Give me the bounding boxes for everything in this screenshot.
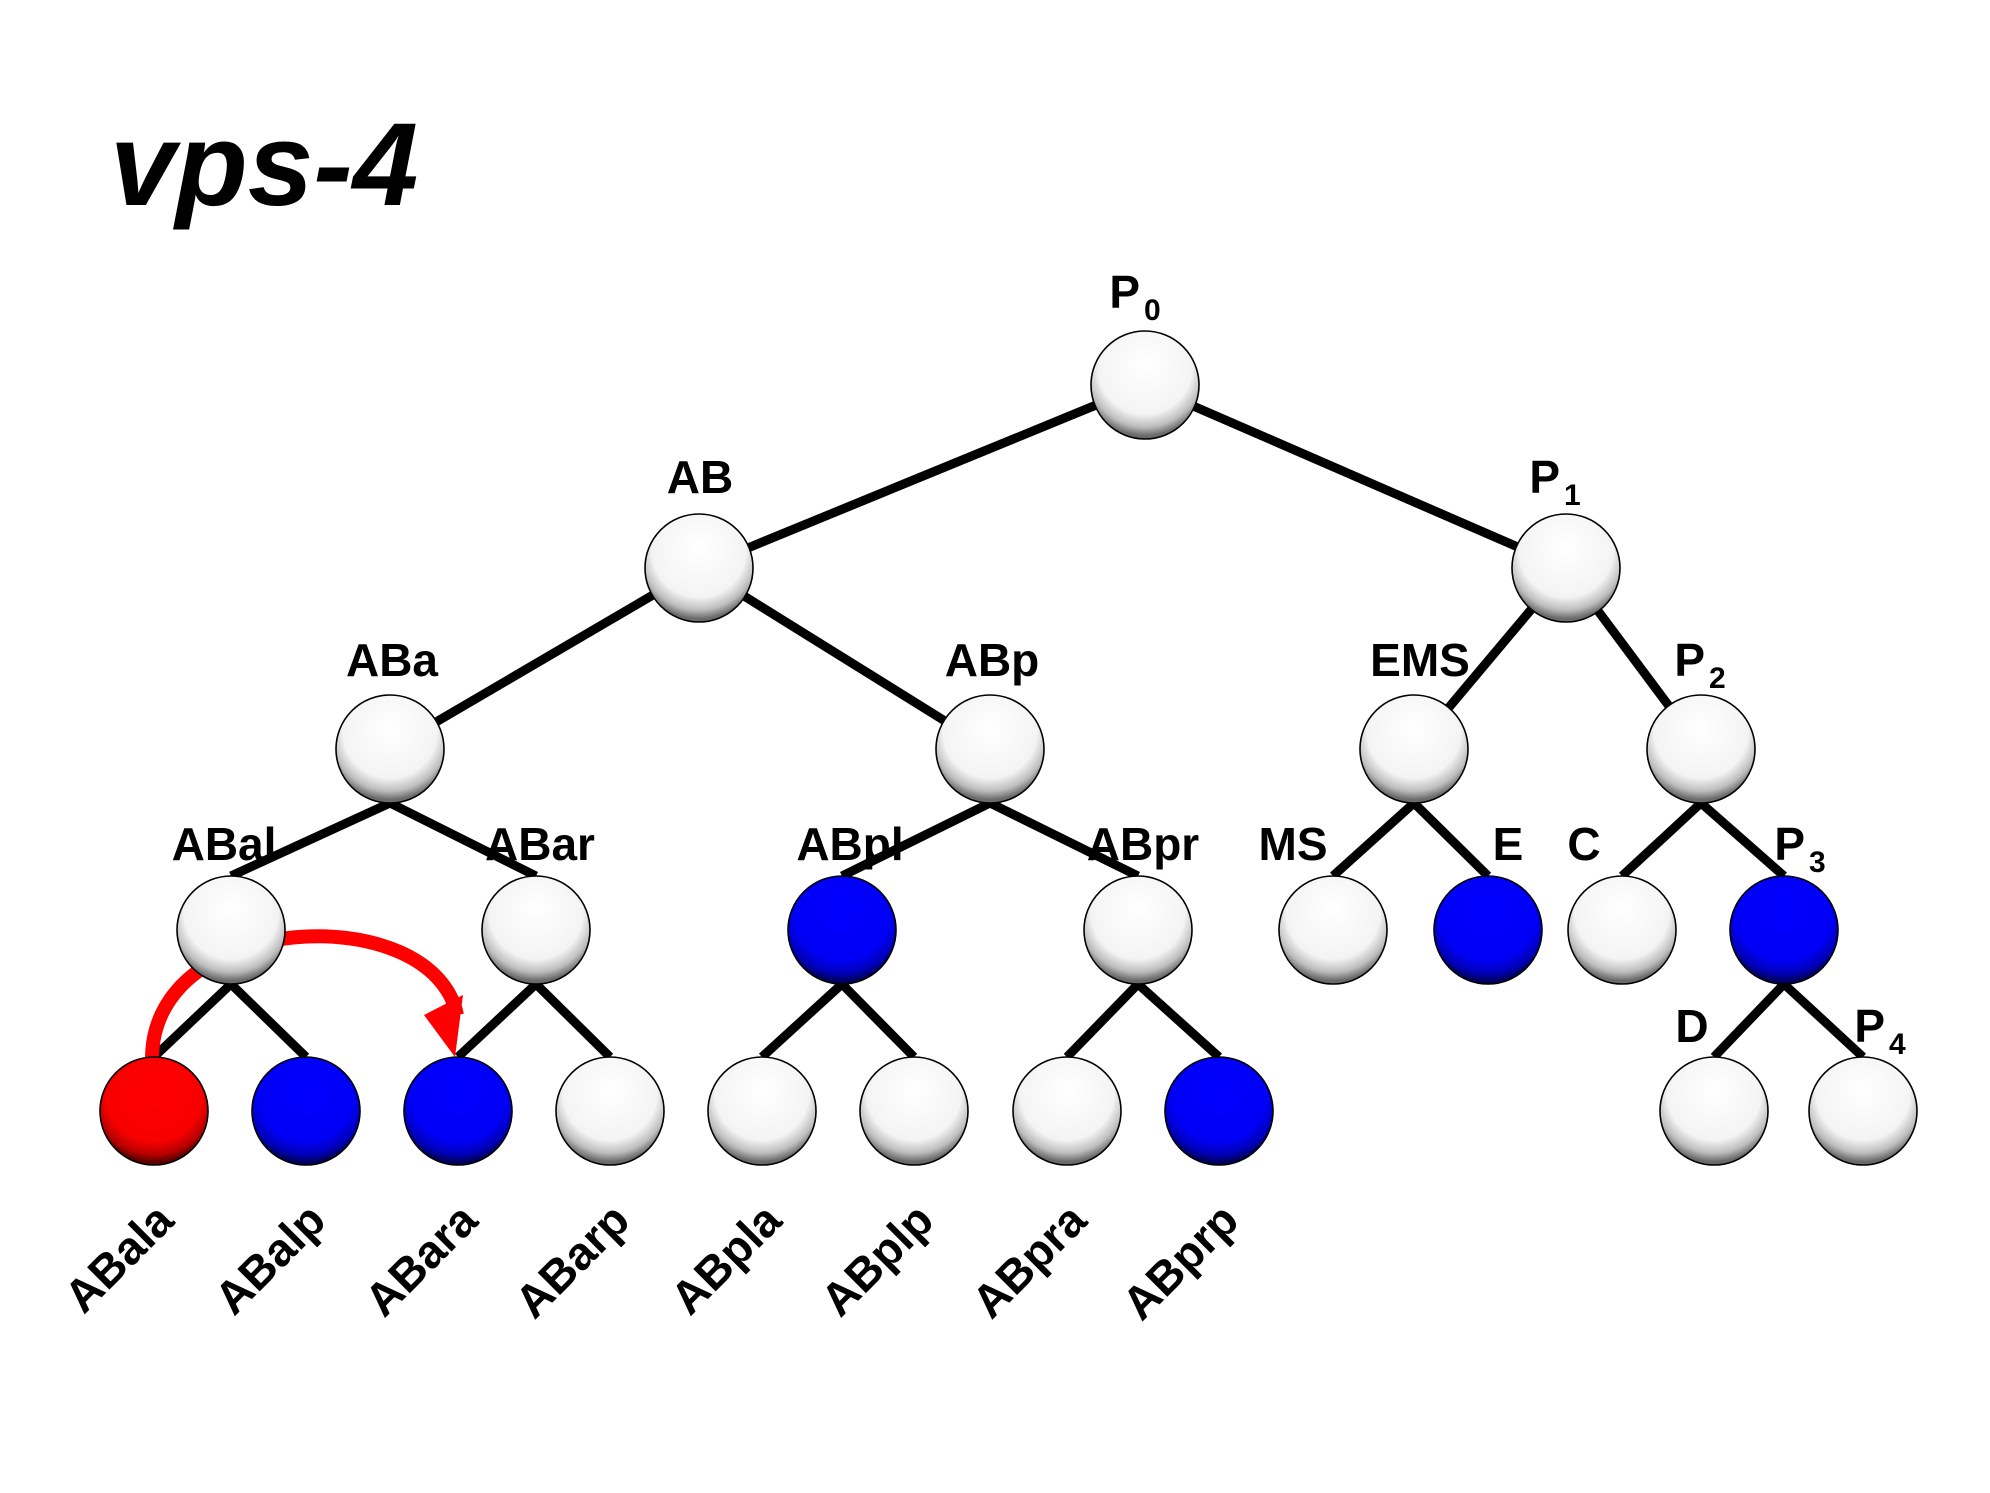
edge-ABp-ABpr [988, 798, 1140, 881]
edge-ABar-ABara [454, 980, 540, 1061]
edge-ABpr-ABpra [1063, 980, 1142, 1061]
cell-node-ABpra [1012, 1056, 1122, 1166]
leaf-label-ABalp: ABalp [204, 1193, 335, 1324]
edge-P3-P4 [1780, 980, 1867, 1061]
node-label-subscript: 2 [1709, 662, 1726, 695]
edge-AB-ABp [738, 590, 951, 727]
edge-P2-C [1618, 799, 1705, 880]
cell-node-ABpla [707, 1056, 817, 1166]
cell-node-ABara [403, 1056, 513, 1166]
diagram-title: vps-4 [110, 99, 418, 231]
cell-node-ABa [335, 694, 445, 804]
edge-P3-D [1710, 980, 1788, 1061]
edge-P1-EMS [1442, 603, 1538, 714]
cell-node-ABpl [787, 875, 897, 985]
edge-ABal-ABala [150, 980, 235, 1061]
edge-P0-AB [744, 400, 1100, 553]
node-label-D: D [1675, 1000, 1708, 1052]
edge-ABpr-ABprp [1134, 980, 1223, 1061]
cell-node-ABprp [1164, 1056, 1274, 1166]
cell-node-AB [644, 513, 754, 623]
node-label-subscript: 0 [1144, 294, 1161, 327]
lineage-edges [150, 400, 1867, 1061]
node-label-MS: MS [1259, 818, 1328, 870]
node-label-ABp: ABp [945, 634, 1040, 686]
node-label-ABpl: ABpl [796, 818, 903, 870]
node-label-ABa: ABa [346, 634, 438, 686]
node-label-EMS: EMS [1370, 634, 1470, 686]
cell-node-ABal [176, 875, 286, 985]
edge-ABar-ABarp [532, 980, 614, 1061]
cell-node-C [1567, 875, 1677, 985]
cell-node-EMS [1359, 694, 1469, 804]
cell-node-P2 [1646, 694, 1756, 804]
leaf-label-ABarp: ABarp [505, 1193, 639, 1327]
cell-node-ABalp [251, 1056, 361, 1166]
cell-node-P0 [1090, 330, 1200, 440]
edge-ABpl-ABplp [838, 980, 918, 1061]
edge-P1-P2 [1592, 605, 1675, 712]
lineage-nodes [99, 330, 1918, 1166]
cell-node-ABar [481, 875, 591, 985]
leaf-label-ABpla: ABpla [660, 1193, 791, 1324]
red-arrow-curve [145, 929, 464, 1060]
node-label-AB: AB [667, 451, 733, 503]
cell-node-P4 [1808, 1056, 1918, 1166]
edge-EMS-MS [1329, 799, 1418, 880]
cell-node-P1 [1511, 513, 1621, 623]
cell-node-ABarp [555, 1056, 665, 1166]
edge-ABpl-ABpla [758, 980, 846, 1061]
edge-P2-P3 [1698, 799, 1787, 880]
node-label-ABal: ABal [172, 818, 277, 870]
node-label-ABpr: ABpr [1087, 818, 1200, 870]
cell-node-ABpr [1083, 875, 1193, 985]
cell-node-ABp [935, 694, 1045, 804]
node-label-subscript: 4 [1889, 1028, 1906, 1061]
edge-ABal-ABalp [227, 980, 310, 1061]
cell-node-D [1659, 1056, 1769, 1166]
arrow-layer [145, 929, 464, 1060]
node-label-C: C [1567, 818, 1600, 870]
edge-ABa-ABal [229, 798, 392, 881]
edge-EMS-E [1410, 799, 1492, 880]
leaf-label-ABara: ABara [354, 1193, 487, 1326]
leaf-label-ABplp: ABplp [811, 1193, 944, 1326]
cell-node-E [1433, 875, 1543, 985]
cell-node-P3 [1729, 875, 1839, 985]
node-label-ABar: ABar [485, 818, 595, 870]
node-label-subscript: 1 [1564, 479, 1581, 512]
leaf-label-ABpra: ABpra [962, 1193, 1097, 1328]
leaf-label-ABprp: ABprp [1112, 1193, 1248, 1329]
edge-AB-ABa [430, 589, 659, 728]
edge-P0-P1 [1190, 401, 1521, 552]
red-arrow-head-icon [424, 995, 463, 1057]
cell-node-MS [1278, 875, 1388, 985]
edge-ABp-ABpl [840, 798, 992, 881]
leaf-label-ABala: ABala [54, 1193, 183, 1322]
cell-node-ABplp [859, 1056, 969, 1166]
node-label-E: E [1493, 818, 1524, 870]
node-label-subscript: 3 [1809, 846, 1826, 879]
cell-node-ABala [99, 1056, 209, 1166]
edge-ABa-ABar [387, 798, 539, 881]
